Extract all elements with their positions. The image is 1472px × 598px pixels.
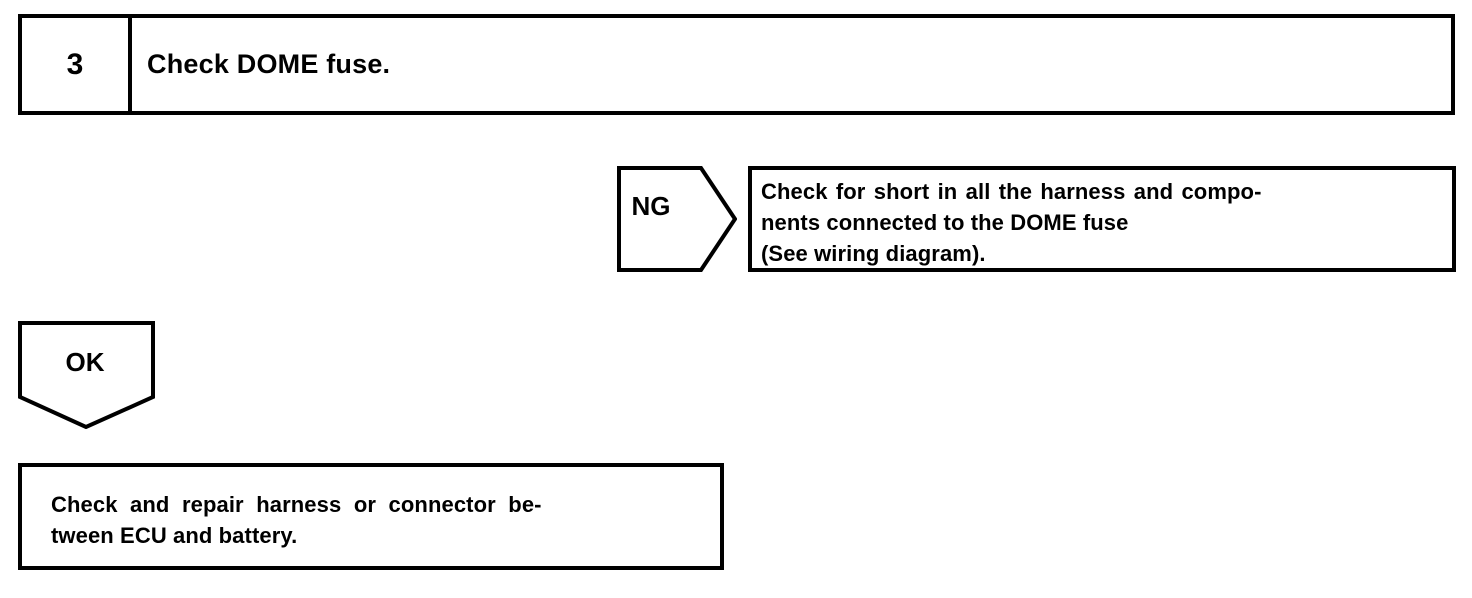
ng-result-line-2: nents connected to the DOME fuse — [761, 210, 1129, 235]
ng-result-line-1: Check for short in all the harness and c… — [761, 179, 1262, 204]
ok-result-box: Check and repair harness or connector be… — [18, 463, 724, 570]
step-number-cell: 3 — [22, 18, 132, 111]
ok-branch-arrow: OK — [18, 321, 155, 429]
step-number: 3 — [66, 47, 84, 81]
ng-branch-label: NG — [632, 191, 671, 221]
ok-branch-label: OK — [66, 347, 105, 377]
ng-result-line-3: (See wiring diagram). — [761, 241, 986, 266]
step-row: 3 Check DOME fuse. — [18, 14, 1455, 115]
ok-result-line-2: tween ECU and battery. — [51, 523, 298, 548]
ok-result-line-1: Check and repair harness or connector be… — [51, 492, 542, 517]
arrow-down-pentagon-icon: OK — [18, 321, 155, 429]
step-instruction-cell: Check DOME fuse. — [132, 18, 1451, 111]
ng-branch-arrow: NG — [617, 166, 737, 272]
arrow-right-pentagon-icon: NG — [617, 166, 737, 272]
ng-result-box: Check for short in all the harness and c… — [748, 166, 1456, 272]
step-instruction: Check DOME fuse. — [147, 48, 391, 79]
